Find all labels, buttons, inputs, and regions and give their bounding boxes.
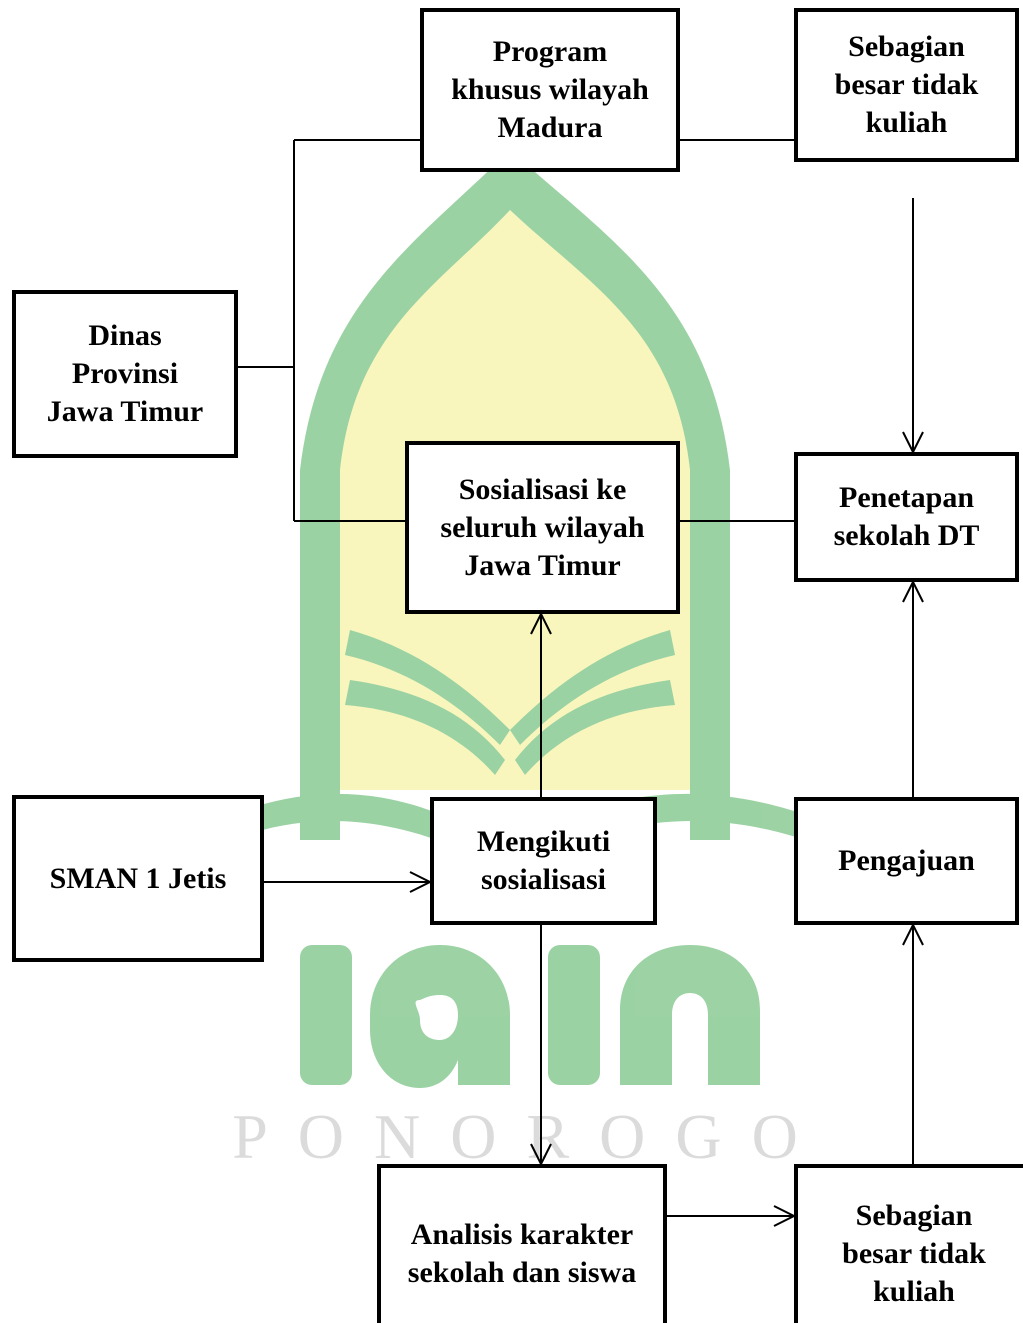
node-pengajuan: Pengajuan — [794, 797, 1019, 925]
logo-base-swoosh — [220, 793, 820, 875]
logo-ponorogo-text: PONOROGO — [232, 1101, 828, 1172]
node-sebagian-top: Sebagian besar tidak kuliah — [794, 8, 1019, 162]
node-penetapan-label: Penetapan sekolah DT — [833, 481, 980, 552]
node-sebagian-top-label: Sebagian besar tidak kuliah — [834, 30, 979, 139]
logo-iain-lettering — [300, 945, 760, 1088]
node-pengajuan-label: Pengajuan — [838, 844, 975, 877]
node-sman-label: SMAN 1 Jetis — [49, 861, 227, 895]
logo-book-right-2 — [515, 680, 675, 775]
arrowhead-pengajuan-bottom — [902, 922, 924, 946]
node-sebagian-bottom-label: Sebagian besar tidak kuliah — [842, 1199, 986, 1308]
node-analisis: Analisis karakter sekolah dan siswa — [377, 1164, 667, 1323]
node-sman: SMAN 1 Jetis — [12, 795, 264, 962]
arrowhead-penetapan-bottom — [902, 579, 924, 603]
logo-book-left-2 — [345, 680, 505, 775]
node-sebagian-bottom: Sebagian besar tidak kuliah — [794, 1164, 1023, 1323]
node-mengikuti: Mengikuti sosialisasi — [430, 797, 657, 925]
arrowhead-sosialisasi-bottom — [530, 611, 552, 635]
node-analisis-label: Analisis karakter sekolah dan siswa — [407, 1218, 637, 1289]
logo-book-right — [510, 630, 675, 745]
logo-book-left — [345, 630, 510, 745]
node-sosialisasi: Sosialisasi ke seluruh wilayah Jawa Timu… — [405, 441, 680, 614]
node-program-madura: Program khusus wilayah Madura — [420, 8, 680, 172]
node-dinas-label: Dinas Provinsi Jawa Timur — [46, 319, 204, 428]
node-dinas: Dinas Provinsi Jawa Timur — [12, 290, 238, 458]
node-sosialisasi-label: Sosialisasi ke seluruh wilayah Jawa Timu… — [440, 472, 645, 582]
node-mengikuti-label: Mengikuti sosialisasi — [476, 825, 611, 896]
node-penetapan: Penetapan sekolah DT — [794, 452, 1019, 582]
node-program-madura-label: Program khusus wilayah Madura — [451, 35, 649, 144]
